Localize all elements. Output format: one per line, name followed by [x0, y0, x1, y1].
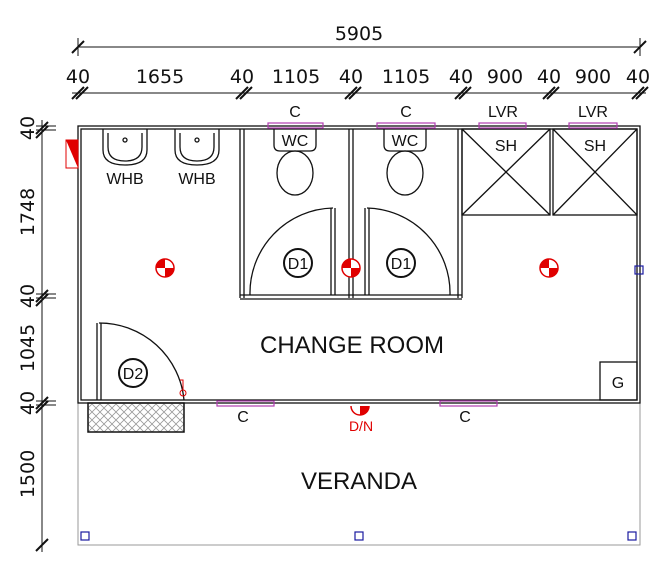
geyser-box: [599, 361, 638, 401]
dim-left-5: 1500: [17, 450, 39, 498]
wc-label-1: WC: [282, 133, 309, 150]
window-label-lvr2: LVR: [578, 104, 608, 121]
overall-dimension: 5905: [71, 23, 647, 56]
door-swings: [96, 207, 451, 401]
room-label-veranda: VERANDA: [301, 468, 417, 495]
dim-top-1: 1655: [136, 66, 184, 88]
door-tag-d1: D1: [283, 248, 313, 278]
column-point-icon: [80, 265, 644, 541]
dim-top-10: 40: [626, 66, 650, 88]
svg-text:D2: D2: [123, 366, 144, 383]
showers: [461, 128, 638, 216]
dim-top-3: 1105: [272, 66, 320, 88]
dim-left-4: 40: [17, 391, 39, 415]
room-label-change-room: CHANGE ROOM: [260, 332, 444, 359]
dim-top-7: 900: [487, 66, 523, 88]
fire-extinguisher-icon: [65, 139, 79, 169]
left-dimension-chain: 40 1748 40 1045 40 1500: [17, 116, 56, 552]
basin-icon: [102, 129, 220, 166]
dim-left-2: 40: [17, 284, 39, 308]
switch-icon: [179, 379, 187, 397]
windows: [216, 122, 618, 407]
door-tag-d1: D1: [386, 248, 416, 278]
dim-top-0: 40: [66, 66, 90, 88]
toilet-icon: [273, 129, 427, 196]
dim-left-0: 40: [17, 116, 39, 140]
geyser-label: G: [612, 375, 624, 392]
door-tag-d2: D2: [118, 358, 148, 388]
dim-top-2: 40: [230, 66, 254, 88]
dim-left-3: 1045: [17, 324, 39, 372]
window-label-c1: C: [289, 104, 301, 121]
window-label-c2: C: [400, 104, 412, 121]
dim-top-9: 900: [575, 66, 611, 88]
wc-label-2: WC: [392, 133, 419, 150]
dusk-dawn-label: D/N: [349, 418, 373, 434]
dim-top-5: 1105: [382, 66, 430, 88]
entrance-mat: [87, 402, 185, 433]
shower-label-2: SH: [584, 138, 606, 155]
dim-top-4: 40: [339, 66, 363, 88]
light-fitting-icon: [155, 258, 559, 416]
shower-label-1: SH: [495, 138, 517, 155]
dim-left-1: 1748: [17, 188, 39, 236]
window-label-c4: C: [459, 409, 471, 426]
whb-label-1: WHB: [106, 171, 143, 188]
window-label-c3: C: [237, 409, 249, 426]
external-walls: [77, 125, 641, 404]
dim-top-8: 40: [537, 66, 561, 88]
svg-text:D1: D1: [391, 256, 412, 273]
whb-label-2: WHB: [178, 171, 215, 188]
top-dimension-chain: 40 1655 40 1105 40 1105 40 900 40 900 40: [66, 66, 650, 100]
svg-text:D1: D1: [288, 256, 309, 273]
overall-dimension-label: 5905: [335, 23, 383, 45]
dim-top-6: 40: [449, 66, 473, 88]
window-label-lvr1: LVR: [488, 104, 518, 121]
